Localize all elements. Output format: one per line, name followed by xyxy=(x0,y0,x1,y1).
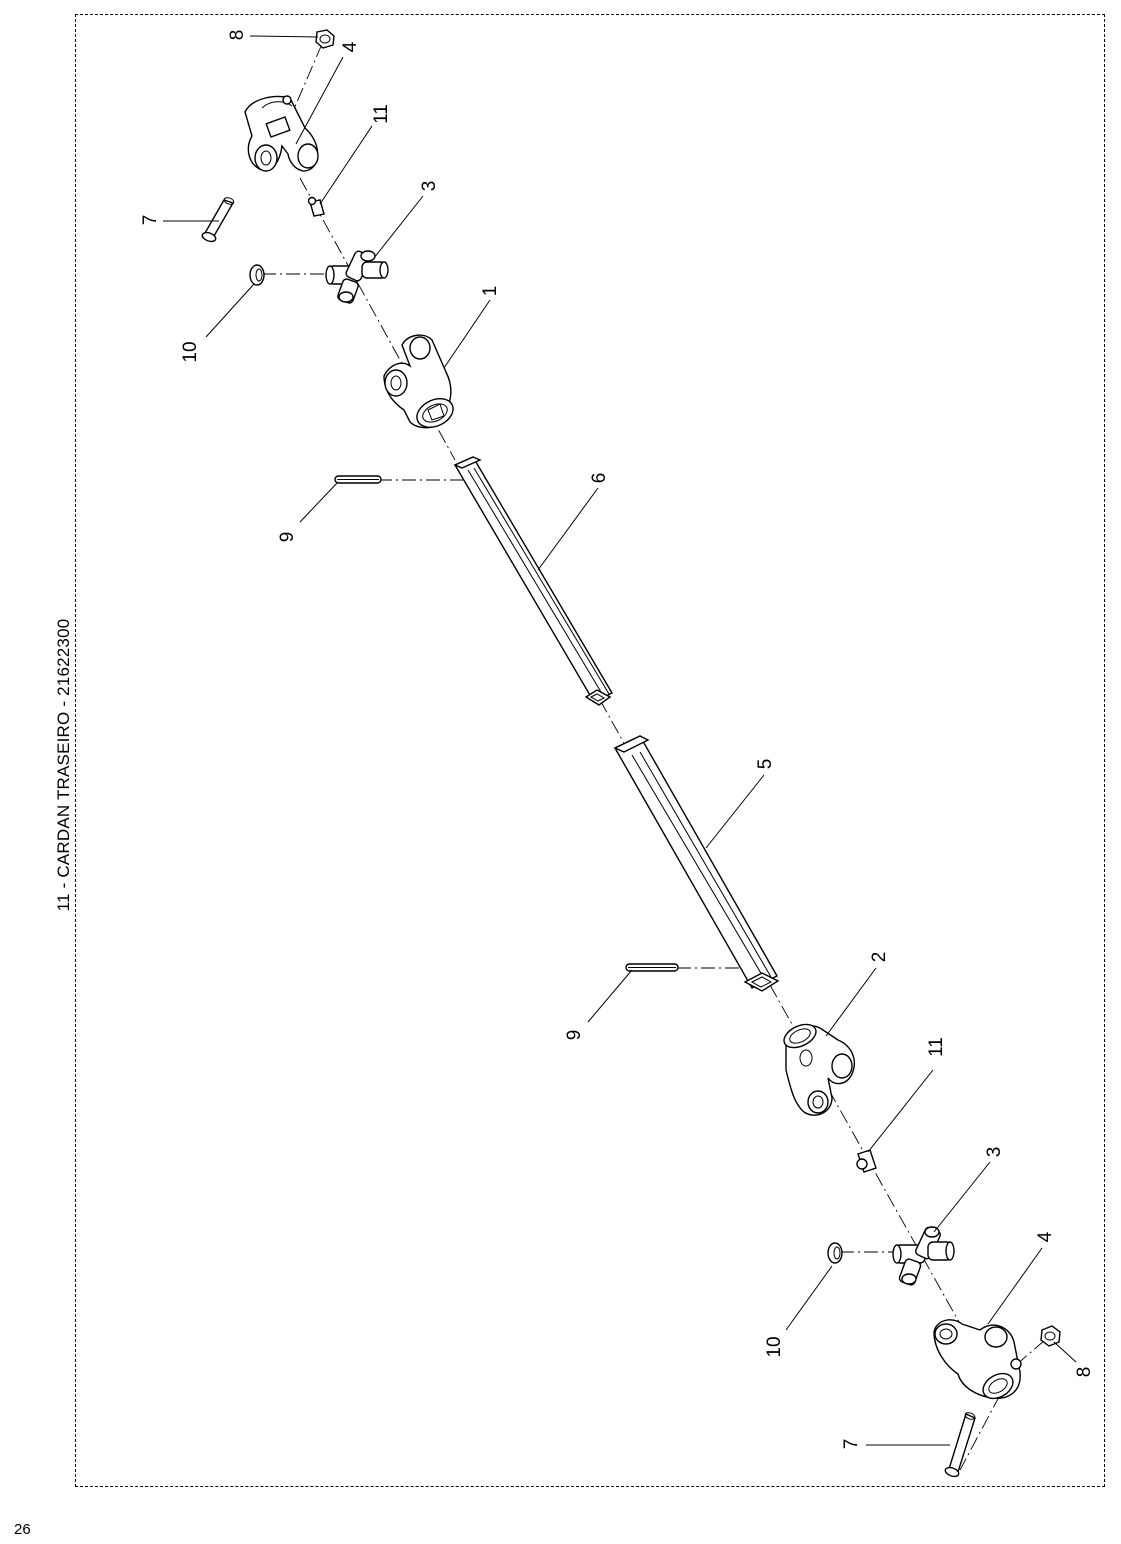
label-4-top: 4 xyxy=(340,41,361,52)
circlip-10-bottom xyxy=(827,1242,843,1264)
label-6: 6 xyxy=(589,473,610,484)
label-9-top: 9 xyxy=(277,532,298,543)
page-number: 26 xyxy=(14,1521,31,1538)
tube-6 xyxy=(453,456,613,706)
yoke-4-top xyxy=(244,95,319,172)
yoke-2 xyxy=(783,1023,856,1116)
label-4-bottom: 4 xyxy=(1035,1231,1056,1242)
label-11-top: 11 xyxy=(371,104,392,124)
label-8-top: 8 xyxy=(227,30,248,41)
label-7-bottom: 7 xyxy=(841,1439,862,1450)
dashed-frame xyxy=(75,14,1105,1487)
grease-fitting-11-bottom xyxy=(856,1149,877,1173)
label-8-bottom: 8 xyxy=(1074,1367,1095,1378)
label-9-bottom: 9 xyxy=(564,1030,585,1041)
spring-pin-9-bottom xyxy=(625,963,679,972)
tube-5 xyxy=(613,735,780,992)
label-7-top: 7 xyxy=(140,215,161,226)
spring-pin-9-top xyxy=(334,475,382,484)
nut-8-bottom xyxy=(1040,1325,1061,1347)
circlip-10-top xyxy=(249,264,265,286)
label-3-bottom: 3 xyxy=(984,1147,1005,1158)
label-11-bottom: 11 xyxy=(926,1037,947,1057)
cross-3-top xyxy=(325,250,389,304)
callout-labels: 8 4 11 7 3 10 1 6 9 5 2 9 11 3 4 10 8 7 xyxy=(140,30,1095,1450)
yoke-4-bottom xyxy=(933,1319,1022,1400)
grease-fitting-11-top xyxy=(307,196,325,217)
cross-3-bottom xyxy=(892,1226,955,1286)
bolt-7-bottom xyxy=(944,1412,976,1478)
label-3-top: 3 xyxy=(419,181,440,192)
label-10-bottom: 10 xyxy=(764,1336,785,1357)
yoke-1 xyxy=(383,334,454,429)
label-2: 2 xyxy=(869,952,890,963)
leader-lines xyxy=(163,35,1077,1446)
nut-8-top xyxy=(315,29,335,49)
label-10-top: 10 xyxy=(180,341,201,362)
label-5: 5 xyxy=(755,759,776,770)
label-1: 1 xyxy=(480,286,501,297)
bolt-7-top xyxy=(201,197,235,243)
